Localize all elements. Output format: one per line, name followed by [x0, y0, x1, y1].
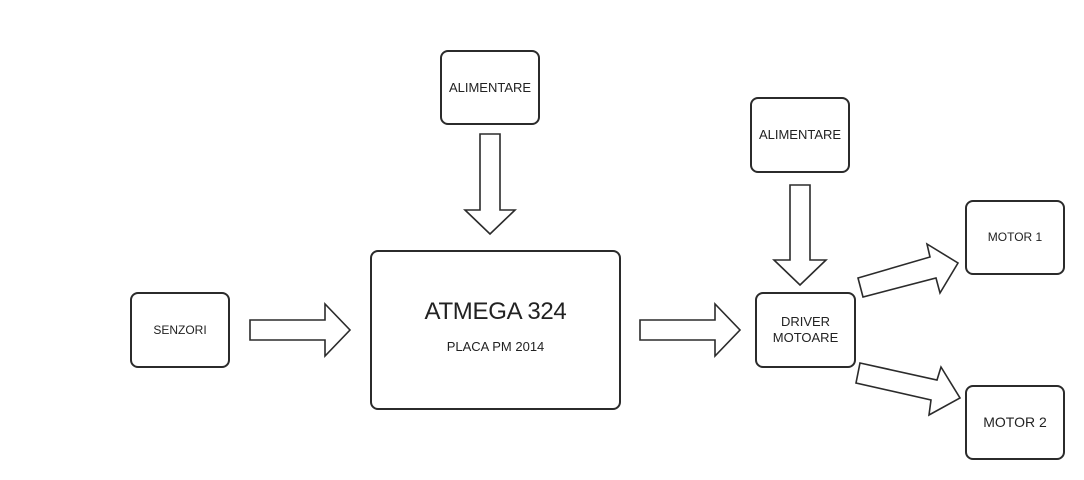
motor-driver-label-line2: MOTOARE [772, 330, 839, 345]
mcu-box: ATMEGA 324 PLACA PM 2014 [370, 250, 621, 410]
arrow-power-to-mcu [463, 133, 517, 236]
arrow-driver-to-motor1 [857, 242, 960, 298]
arrow-sensors-to-mcu [249, 302, 352, 358]
power-supply-box-right: ALIMENTARE [750, 97, 850, 173]
power-supply-label: ALIMENTARE [448, 79, 532, 95]
sensors-label: SENZORI [153, 322, 207, 337]
motor1-label: MOTOR 1 [987, 230, 1043, 245]
mcu-subtitle: PLACA PM 2014 [446, 338, 545, 354]
arrow-driver-to-motor2 [855, 362, 962, 417]
motor2-box: MOTOR 2 [965, 385, 1065, 460]
motor1-box: MOTOR 1 [965, 200, 1065, 275]
power-supply-label: ALIMENTARE [758, 127, 842, 143]
arrow-power-to-driver [772, 184, 828, 287]
motor2-label: MOTOR 2 [983, 414, 1047, 431]
sensors-box: SENZORI [130, 292, 230, 368]
motor-driver-box: DRIVER MOTOARE [755, 292, 856, 368]
power-supply-box-top: ALIMENTARE [440, 50, 540, 125]
motor-driver-label-line1: DRIVER [780, 314, 831, 330]
mcu-title: ATMEGA 324 [424, 297, 567, 325]
arrow-mcu-to-driver [639, 302, 742, 358]
